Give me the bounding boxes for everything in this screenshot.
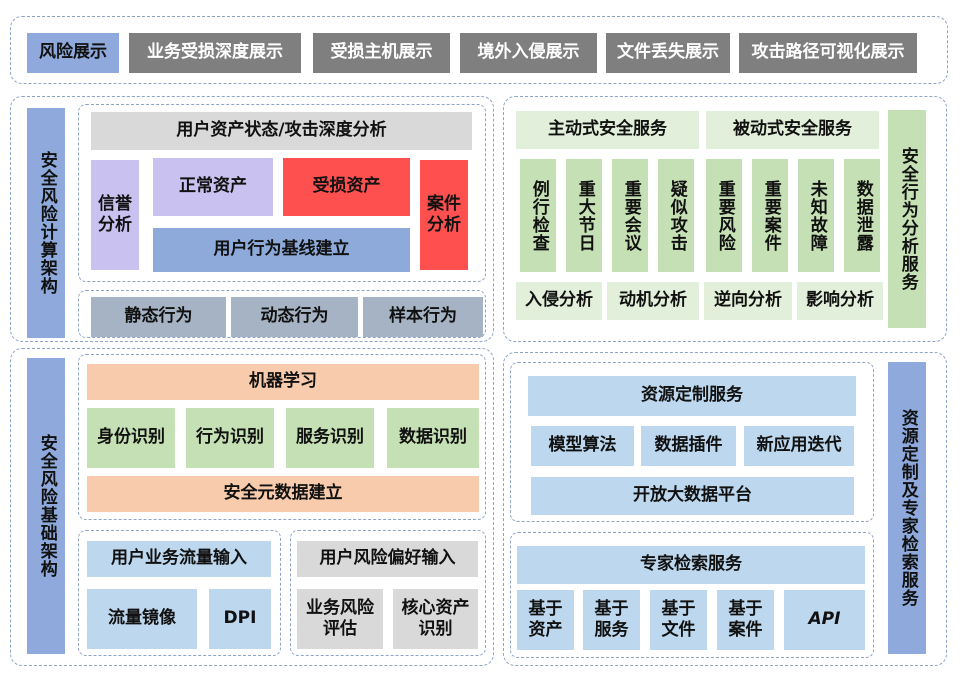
motive-analysis[interactable]: 动机分析: [607, 282, 699, 320]
nav-item-business-damage[interactable]: 业务受损深度展示: [129, 33, 301, 73]
unknown-fault[interactable]: 未知故障: [798, 159, 834, 272]
traffic-input-subgroup: [78, 530, 281, 656]
suspected-attack[interactable]: 疑似攻击: [658, 159, 694, 272]
behavior-baseline[interactable]: 用户行为基线建立: [153, 228, 410, 272]
service-recognition[interactable]: 服务识别: [286, 408, 374, 468]
case-analysis[interactable]: 案件 分析: [420, 160, 468, 270]
calc-arch-side-label: 安全风险计算架构: [27, 108, 65, 338]
risk-preference-input: 用户风险偏好输入: [297, 541, 478, 577]
analysis-service-side-label: 安全行为分析服务: [888, 110, 926, 328]
expert-search-service: 专家检索服务: [517, 546, 865, 584]
traffic-input: 用户业务流量输入: [87, 541, 271, 577]
risk-pref-subgroup: [290, 530, 486, 656]
open-big-data-platform[interactable]: 开放大数据平台: [531, 477, 854, 515]
business-risk-assessment[interactable]: 业务风险 评估: [297, 589, 383, 649]
based-on-files[interactable]: 基于 文件: [650, 590, 707, 650]
nav-item-file-loss[interactable]: 文件丢失展示: [606, 33, 730, 73]
major-holiday[interactable]: 重大节日: [566, 159, 602, 272]
asset-analysis-header: 用户资产状态/攻击深度分析: [91, 112, 472, 150]
custom-service-group: [503, 352, 947, 666]
important-risk[interactable]: 重要风险: [706, 159, 742, 272]
normal-assets[interactable]: 正常资产: [153, 158, 273, 216]
based-on-services[interactable]: 基于 服务: [583, 590, 640, 650]
new-app-iteration[interactable]: 新应用迭代: [744, 426, 854, 466]
api[interactable]: API: [784, 590, 865, 650]
behavior-recognition[interactable]: 行为识别: [186, 408, 274, 468]
data-plugin[interactable]: 数据插件: [641, 426, 736, 466]
dynamic-behavior[interactable]: 动态行为: [231, 297, 358, 337]
nav-item-attack-path[interactable]: 攻击路径可视化展示: [739, 33, 917, 73]
calc-arch-group: [10, 96, 494, 342]
important-case[interactable]: 重要案件: [752, 159, 788, 272]
model-algorithm[interactable]: 模型算法: [531, 426, 634, 466]
expert-subgroup: [510, 532, 874, 658]
behavior-subgroup: [78, 290, 486, 338]
machine-learning: 机器学习: [87, 364, 479, 400]
base-arch-group: [10, 348, 494, 666]
routine-check[interactable]: 例行检查: [520, 159, 556, 272]
traffic-mirror[interactable]: 流量镜像: [87, 589, 197, 649]
based-on-cases[interactable]: 基于 案件: [717, 590, 774, 650]
data-leak[interactable]: 数据泄露: [844, 159, 880, 272]
important-meeting[interactable]: 重要会议: [612, 159, 648, 272]
base-arch-side-label: 安全风险基础架构: [27, 358, 65, 654]
reverse-analysis[interactable]: 逆向分析: [704, 282, 792, 320]
active-security-service[interactable]: 主动式安全服务: [516, 111, 699, 149]
analysis-subgroup: [78, 104, 486, 282]
nav-item-damaged-hosts[interactable]: 受损主机展示: [313, 33, 450, 73]
dpi[interactable]: DPI: [209, 589, 271, 649]
credit-analysis[interactable]: 信誉 分析: [91, 160, 139, 270]
top-nav-group: [10, 16, 948, 84]
ml-subgroup: [78, 354, 486, 520]
analysis-service-group: [503, 96, 947, 342]
core-asset-identification[interactable]: 核心资产 识别: [393, 589, 478, 649]
nav-item-risk-display[interactable]: 风险展示: [27, 33, 119, 73]
nav-item-foreign-intrusion[interactable]: 境外入侵展示: [460, 33, 597, 73]
static-behavior[interactable]: 静态行为: [91, 297, 226, 337]
security-metadata: 安全元数据建立: [87, 476, 479, 512]
resource-subgroup: [510, 362, 874, 522]
intrusion-analysis[interactable]: 入侵分析: [516, 282, 602, 320]
custom-service-side-label: 资源定制及专家检索服务: [888, 362, 926, 654]
damaged-assets[interactable]: 受损资产: [283, 158, 410, 216]
based-on-assets[interactable]: 基于 资产: [517, 590, 574, 650]
sample-behavior[interactable]: 样本行为: [363, 297, 483, 337]
passive-security-service[interactable]: 被动式安全服务: [706, 111, 879, 149]
identity-recognition[interactable]: 身份识别: [87, 408, 175, 468]
impact-analysis[interactable]: 影响分析: [797, 282, 883, 320]
data-recognition[interactable]: 数据识别: [387, 408, 479, 468]
resource-customization: 资源定制服务: [528, 376, 856, 416]
